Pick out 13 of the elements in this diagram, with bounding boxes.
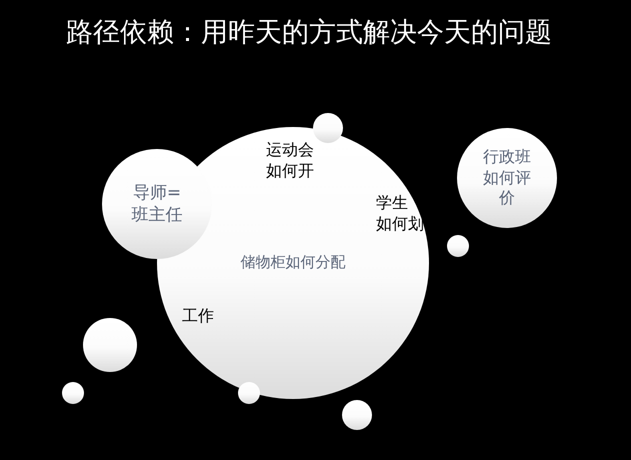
topic-text: 运动会如何开 xyxy=(266,140,315,182)
bubble xyxy=(342,400,372,430)
bubble-text: 导师=班主任 xyxy=(132,182,182,226)
topic-text: 工作 xyxy=(182,306,215,327)
topic-text: 学生 xyxy=(376,193,409,214)
bubble xyxy=(313,113,343,143)
bubble xyxy=(447,235,469,257)
bubble xyxy=(83,318,137,372)
bubble-text: 储物柜如何分配 xyxy=(240,253,346,273)
bubble-text: 行政班如何评价 xyxy=(482,146,532,210)
title: 路径依赖：用昨天的方式解决今天的问题 xyxy=(66,16,552,50)
bubble xyxy=(238,382,260,404)
bubble xyxy=(62,382,84,404)
